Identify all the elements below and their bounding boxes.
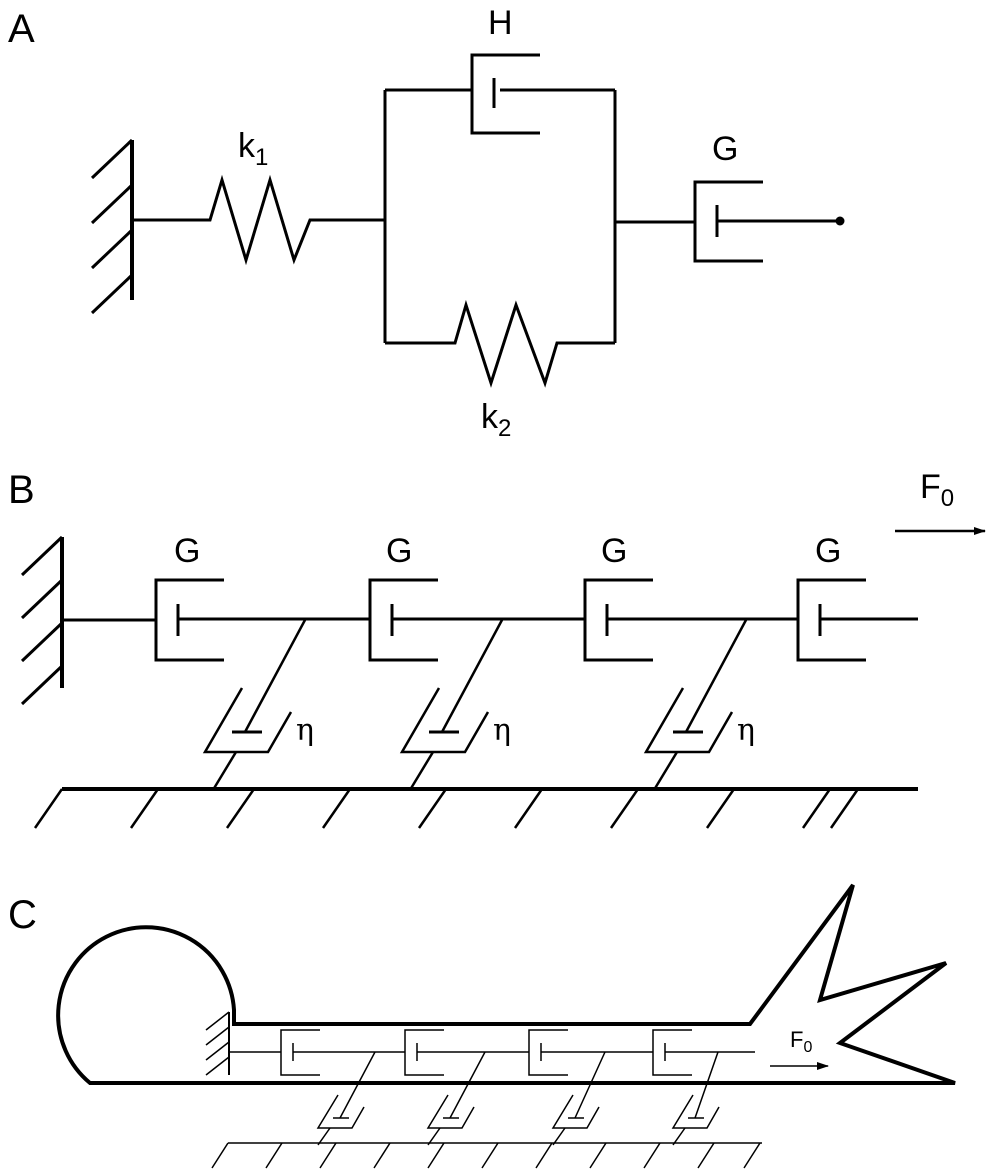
panel-label-c: C <box>8 893 37 937</box>
dashpot-h <box>470 53 540 135</box>
panel-a: A k1 H <box>8 4 845 442</box>
eta-label-2: η <box>493 713 511 748</box>
dashpot-eta-c-2 <box>426 1051 486 1146</box>
dashpot-g-1 <box>154 578 224 662</box>
dashpot-g-2 <box>368 578 438 662</box>
spring-k1 <box>132 174 385 266</box>
panel-label-a: A <box>8 7 35 51</box>
dashpot-g-4 <box>796 578 866 662</box>
wall-a <box>90 138 134 315</box>
panel-b: B <box>8 468 986 829</box>
eta-label-1: η <box>296 713 314 748</box>
f0-label-c: F0 <box>790 1027 812 1056</box>
wall-c <box>205 1011 230 1076</box>
dashpot-c-1 <box>280 1029 320 1076</box>
dashpot-eta-1 <box>202 619 307 791</box>
g-label-b-4: G <box>815 532 841 570</box>
g-label-a: G <box>712 130 738 168</box>
dashpot-c-2 <box>404 1029 444 1076</box>
parallel-frame <box>383 88 617 343</box>
dashpot-g <box>615 180 845 263</box>
dashpot-g-3 <box>583 578 653 662</box>
chain-b <box>62 617 918 622</box>
panel-c: C <box>8 883 956 1169</box>
dashpot-eta-c-3 <box>551 1051 606 1146</box>
f0-label-b: F0 <box>920 468 954 512</box>
dashpot-c-4 <box>652 1029 692 1076</box>
h-label: H <box>488 4 513 42</box>
end-point <box>835 216 845 226</box>
dashpot-c-3 <box>528 1029 568 1076</box>
dashpot-eta-3 <box>643 619 748 791</box>
g-label-b-3: G <box>601 532 627 570</box>
g-label-b-1: G <box>174 532 200 570</box>
spring-k2 <box>385 299 615 388</box>
cell-outline <box>56 883 956 1085</box>
ground-c <box>211 1142 762 1169</box>
k2-label: k2 <box>481 398 511 442</box>
dashpot-eta-2 <box>399 619 504 791</box>
wall-b <box>20 535 64 706</box>
dashpot-eta-c-1 <box>316 1051 376 1146</box>
ground-b <box>33 787 918 829</box>
eta-label-3: η <box>737 713 755 748</box>
panel-label-b: B <box>8 468 35 512</box>
g-label-b-2: G <box>386 532 412 570</box>
dashpot-eta-c-4 <box>671 1051 720 1146</box>
k1-label: k1 <box>238 127 268 171</box>
